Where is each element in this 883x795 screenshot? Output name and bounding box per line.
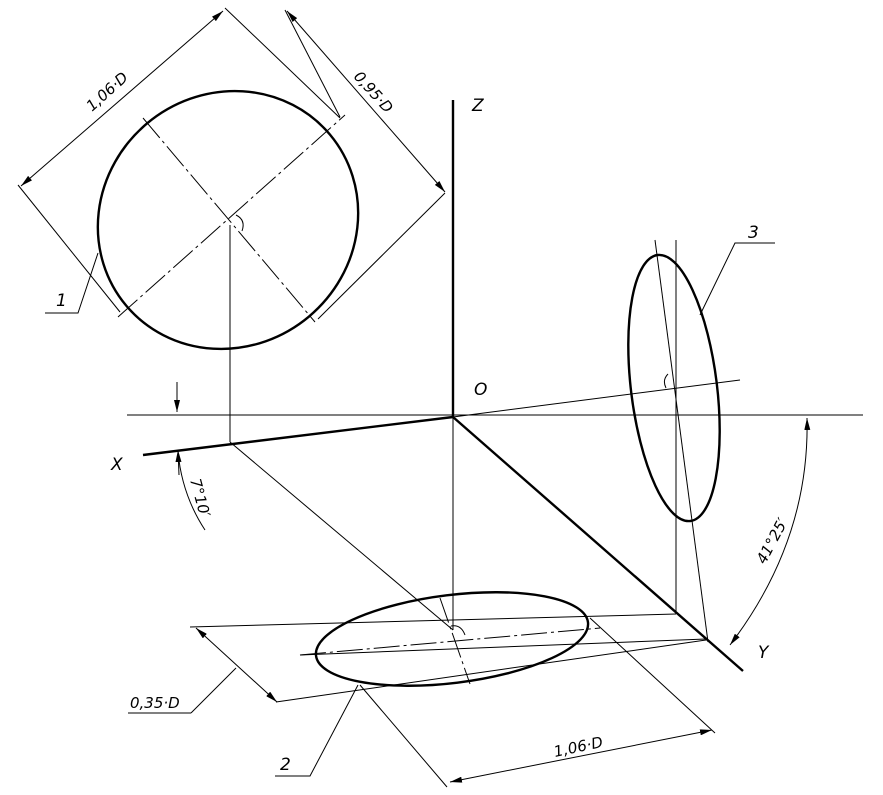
ellipse-2 [314,591,590,687]
angle-x-group: 7°10′ [174,382,214,531]
callout-1-label: 1 [56,291,67,311]
ellipse-2-minor-axis [439,597,471,685]
dimension-line-major-1 [20,10,224,187]
callout-3-label: 3 [748,223,759,243]
ellipse-3-group: 3 [627,223,775,523]
ellipse-3 [627,253,721,523]
angle-y-label: 41°25′ [753,515,792,567]
y-axis-label: Y [758,643,770,663]
ellipse-2-group: 0,35·D 1,06·D 2 [128,591,716,788]
callout-3-leader [699,242,775,316]
ellipse-3-right-angle [663,373,669,389]
ellipse-1-major-axis [117,114,346,318]
ellipse-1-right-angle [235,214,244,232]
dimension-major-1-label: 1,06·D [83,68,132,115]
z-axis-label: Z [471,96,484,116]
y-axis [452,416,744,672]
callout-2-leader [275,684,359,777]
construction-lines [189,225,741,703]
ellipse-2-right-angle [450,625,466,636]
x-axis-label: X [110,455,123,475]
callout-2-label: 2 [280,755,291,775]
x-axis [142,415,454,457]
angle-x-label: 7°10′ [186,476,214,519]
ellipse-1-minor-axis [142,117,316,323]
ellipse-1-group: 1,06·D 0,95·D 1 [17,7,446,351]
dimension-line-minor-1 [286,10,446,193]
callout-1-leader [45,252,99,314]
dimension-line-minor-2 [195,627,278,703]
angle-x-arc [177,451,206,531]
ellipse-2-major-axis [299,627,601,656]
angle-y-arc [729,417,811,646]
dimension-line-major-2 [449,729,713,783]
origin-label: O [474,380,487,400]
dimension-minor-2-label: 0,35·D [130,694,180,712]
angle-y-group: 41°25′ [729,417,811,646]
